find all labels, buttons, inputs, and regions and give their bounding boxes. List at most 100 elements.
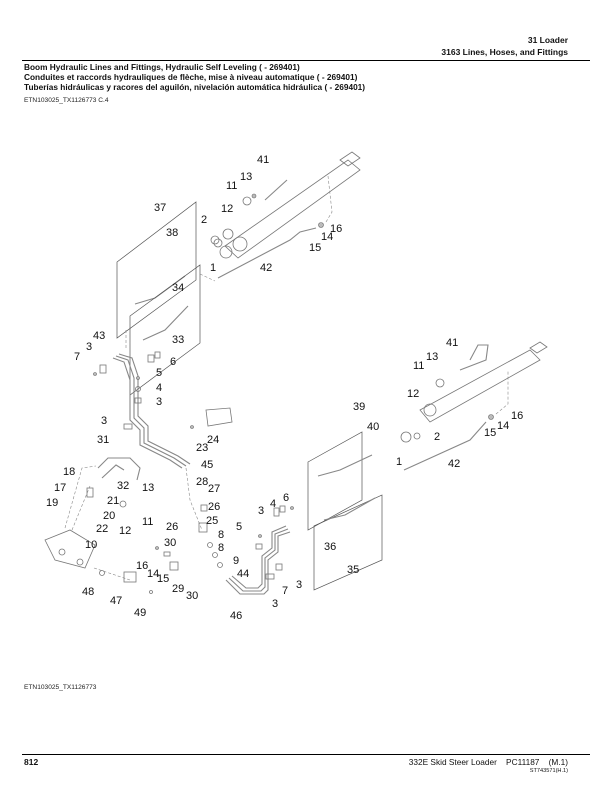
callout-8a: 8 (218, 529, 225, 541)
callout-1b: 1 (396, 456, 403, 468)
dashed-connector (199, 273, 216, 282)
bolt-5-right (258, 534, 262, 538)
fitting-13-upper (251, 193, 257, 199)
bolt-5-left (136, 376, 140, 380)
fitting-29 (169, 561, 179, 571)
document-code: ST743571(H.1) (529, 768, 568, 774)
dashed-connector (495, 370, 509, 415)
callout-36: 36 (324, 541, 337, 553)
fitting-25 (198, 522, 208, 533)
callout-3b: 3 (156, 396, 163, 408)
fitting-27 (200, 504, 208, 512)
fitting-14-lower (488, 414, 494, 420)
lower-boom-cylinder (419, 341, 548, 423)
fitting-14-upper (318, 222, 324, 228)
callout-17: 17 (54, 482, 67, 494)
callout-47: 47 (110, 595, 123, 607)
product-info: 332E Skid Steer Loader PC11187 (M.1) (408, 757, 568, 767)
callout-40: 40 (367, 421, 380, 433)
hose-41-upper (264, 179, 288, 201)
callout-41b: 41 (446, 337, 459, 349)
callout-3e: 3 (296, 579, 303, 591)
clamp-3-bottom (265, 573, 275, 580)
dashed-connector (185, 467, 203, 531)
callout-25: 25 (206, 515, 219, 527)
clamp-left (154, 351, 161, 359)
callout-46: 46 (230, 610, 243, 622)
callout-13b: 13 (142, 482, 155, 494)
nut-9 (217, 562, 223, 568)
plug-23 (190, 425, 194, 429)
bolt-6-right (290, 506, 294, 510)
valve-block (44, 529, 96, 569)
exploded-parts-diagram (44, 151, 548, 595)
callout-16b: 16 (136, 560, 149, 572)
callout-24: 24 (207, 434, 220, 446)
fitting-2-upper (213, 238, 223, 248)
callout-16a: 16 (330, 223, 343, 235)
clamp-left (147, 354, 155, 363)
callout-3c: 3 (101, 415, 108, 427)
fitting-11-upper (242, 196, 252, 206)
hose-36 (323, 497, 376, 521)
clamp-3-mid (134, 397, 142, 404)
callout-3f: 3 (272, 598, 279, 610)
section-title: 31 Loader (527, 35, 568, 45)
kit-box-39 (307, 431, 363, 531)
callout-7a: 7 (74, 351, 81, 363)
callout-28: 28 (196, 476, 209, 488)
o-ring-48 (99, 570, 105, 576)
callout-3d: 3 (258, 505, 265, 517)
callout-12b: 12 (119, 525, 132, 537)
callout-12c: 12 (407, 388, 420, 400)
hose-34 (142, 305, 189, 341)
callout-14c: 14 (497, 420, 510, 432)
callout-14b: 14 (147, 568, 160, 580)
figure-reference: ETN103025_TX1126773 C.4 (24, 97, 109, 104)
callout-32: 32 (117, 480, 130, 492)
callout-19: 19 (46, 497, 59, 509)
tube-42-upper (217, 227, 317, 279)
callout-11a: 11 (226, 180, 238, 192)
callout-42a: 42 (260, 262, 273, 274)
dashed-connector (64, 465, 97, 529)
callout-14a: 14 (321, 231, 334, 243)
callout-43: 43 (93, 330, 106, 342)
callout-18: 18 (63, 466, 76, 478)
dashed-connector (325, 175, 333, 223)
fitting-11-left (119, 500, 127, 508)
tube-42-lower (403, 421, 487, 471)
callout-12a: 12 (221, 203, 234, 215)
page-title-es: Tuberías hidráulicas y racores del aguil… (24, 82, 366, 92)
washer-4-right (279, 505, 286, 513)
left-tube-bundle (112, 353, 191, 469)
callout-4a: 4 (156, 382, 163, 394)
callout-21: 21 (107, 495, 120, 507)
washer-4-left (135, 386, 141, 392)
lower-tube-bundle (225, 525, 291, 595)
callout-22: 22 (96, 523, 109, 535)
dashed-connector (71, 485, 91, 531)
group-title: 3163 Lines, Hoses, and Fittings (441, 47, 568, 57)
callout-31: 31 (97, 434, 110, 446)
callout-13c: 13 (426, 351, 439, 363)
hose-41-lower (459, 344, 489, 371)
fitting-14-left (163, 551, 171, 557)
page-number: 812 (24, 757, 39, 767)
kit-box-33 (129, 264, 201, 396)
callout-10: 10 (85, 539, 98, 551)
callout-16c: 16 (511, 410, 524, 422)
header-rule (22, 60, 590, 61)
callout-23: 23 (196, 442, 209, 454)
callout-6a: 6 (170, 356, 177, 368)
hose-32 (101, 464, 125, 479)
clamp-3-right (275, 563, 283, 571)
callout-27: 27 (208, 483, 221, 495)
callout-26a: 26 (208, 501, 221, 513)
callout-38: 38 (166, 227, 179, 239)
callout-30b: 30 (186, 590, 199, 602)
flange-1-lower (400, 431, 412, 443)
callout-15c: 15 (484, 427, 497, 439)
callout-15a: 15 (309, 242, 322, 254)
callout-45: 45 (201, 459, 214, 471)
